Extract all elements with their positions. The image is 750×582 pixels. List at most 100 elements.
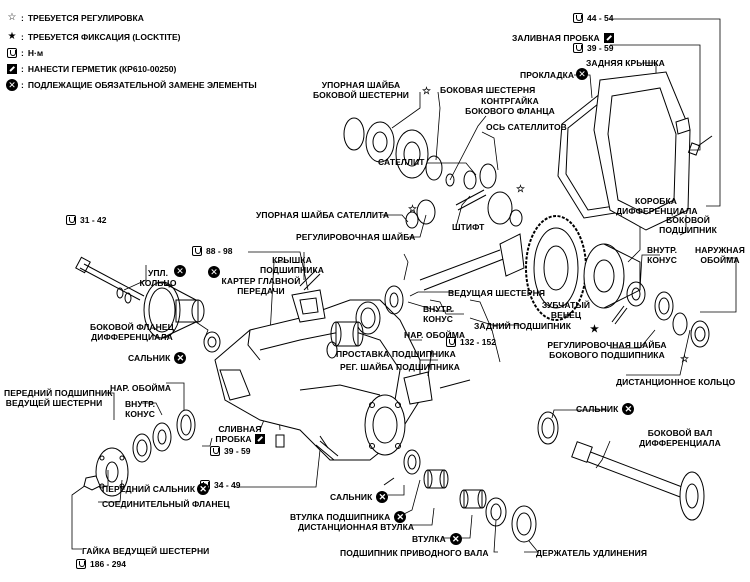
torque-wrench-icon (76, 559, 86, 569)
legend-row-locktite: ★: ТРЕБУЕТСЯ ФИКСАЦИЯ (LOCKTITE) (7, 31, 181, 42)
torque-wrench-icon (6, 48, 18, 58)
front-pinion-parts (83, 409, 196, 497)
legend-text: Н·м (27, 48, 44, 58)
label-side-gear: БОКОВАЯ ШЕСТЕРНЯ (440, 85, 536, 95)
label-bearing-shim: РЕГ. ШАЙБА ПОДШИПНИКА (340, 362, 460, 372)
label-oil-seal-center: САЛЬНИК✕ (330, 491, 389, 503)
outline-star-icon: ☆ (516, 184, 525, 195)
label-front-outer-race: НАР. ОБОЙМА (110, 383, 172, 393)
label-companion-flange: СОЕДИНИТЕЛЬНЫЙ ФЛАНЕЦ (102, 499, 230, 509)
replace-part-icon: ✕ (174, 265, 186, 277)
differential-gears (343, 117, 523, 229)
solid-star-icon: ★ (7, 31, 17, 42)
label-front-oil-seal: ПЕРЕДНИЙ САЛЬНИК✕ (102, 483, 210, 495)
torque-wrench-icon (573, 43, 583, 53)
label-fill-plug: ЗАЛИВНАЯ ПРОБКА (512, 33, 614, 43)
solid-star-icon: ★ (590, 324, 599, 335)
replace-part-icon: ✕ (208, 266, 220, 278)
drive-pinion (326, 233, 525, 359)
legend-text: ТРЕБУЕТСЯ РЕГУЛИРОВКА (27, 13, 144, 23)
main-housing (214, 269, 433, 461)
torque-wrench-icon (66, 215, 76, 225)
left-side-flange (75, 256, 221, 353)
label-pinion-outer-race: НАР. ОБОЙМА (404, 330, 466, 340)
torque-wrench-icon (192, 246, 202, 256)
legend-row-replace: ✕: ПОДЛЕЖАЩИЕ ОБЯЗАТЕЛЬНОЙ ЗАМЕНЕ ЭЛЕМЕН… (6, 79, 257, 91)
outline-star-icon: ☆ (408, 204, 417, 215)
label-sleeve: ВТУЛКА✕ (412, 533, 462, 545)
torque-186-294: 186 - 294 (76, 558, 126, 570)
label-pinion-nut: ГАЙКА ВЕДУЩЕЙ ШЕСТЕРНИ (82, 546, 210, 556)
small-bolts (319, 379, 471, 486)
torque-44-54: 44 - 54 (573, 12, 613, 24)
label-pinion-mate: САТЕЛЛИТ (378, 157, 425, 167)
label-spacer-ring: ДИСТАНЦИОННОЕ КОЛЬЦО (616, 377, 736, 387)
sealant-icon (603, 33, 614, 43)
label-extension-retainer: ДЕРЖАТЕЛЬ УДЛИНЕНИЯ (536, 548, 648, 558)
torque-wrench-icon (446, 337, 456, 347)
label-o-ring: УПЛ.КОЛЬЦО (139, 268, 177, 288)
label-drain-plug: СЛИВНАЯ ПРОБКА (214, 424, 266, 444)
legend-row-sealant: : НАНЕСТИ ГЕРМЕТИК (КР610-00250) (6, 63, 176, 75)
label-oil-seal-right: САЛЬНИК✕ (576, 403, 635, 415)
label-adjusting-shim: РЕГУЛИРОВОЧНАЯ ШАЙБА (296, 232, 416, 242)
label-bearing-spacer: ПРОСТАВКА ПОДШИПНИКА (336, 349, 456, 359)
differential-case (583, 243, 710, 348)
label-front-inner-cone: ВНУТР.КОНУС (124, 399, 156, 419)
replace-part-icon: ✕ (449, 533, 462, 545)
torque-39-59-top: 39 - 59 (573, 42, 613, 54)
label-pin: ШТИФТ (452, 222, 485, 232)
label-pinion-shaft: ОСЬ САТЕЛЛИТОВ (486, 122, 567, 132)
legend-text: ПОДЛЕЖАЩИЕ ОБЯЗАТЕЛЬНОЙ ЗАМЕНЕ ЭЛЕМЕНТЫ (27, 80, 257, 90)
torque-wrench-icon (210, 446, 220, 456)
label-rear-cover: ЗАДНЯЯ КРЫШКА (586, 58, 665, 68)
replace-part-icon: ✕ (394, 511, 407, 523)
torque-132-152: 132 - 152 (446, 336, 496, 348)
label-oil-seal-left: САЛЬНИК✕ (128, 352, 187, 364)
replace-part-icon: ✕ (197, 483, 210, 495)
outline-star-icon: ☆ (422, 86, 431, 97)
lower-sleeves (403, 449, 537, 543)
label-spacer-sleeve: ДИСТАНЦИОННАЯ ВТУЛКА (298, 522, 415, 532)
label-drive-pinion: ВЕДУЩАЯ ШЕСТЕРНЯ (448, 288, 546, 298)
outline-star-icon: ☆ (7, 12, 17, 23)
legend-text: НАНЕСТИ ГЕРМЕТИК (КР610-00250) (27, 64, 177, 74)
rear-cover (557, 71, 713, 231)
replace-part-icon: ✕ (622, 403, 635, 415)
label-bearing-sleeve: ВТУЛКА ПОДШИПНИКА✕ (290, 511, 407, 523)
sealant-icon (6, 64, 18, 74)
legend-row-adjust: ☆: ТРЕБУЕТСЯ РЕГУЛИРОВКА (7, 12, 144, 23)
outline-star-icon: ☆ (680, 354, 689, 365)
star-markers: ☆ ☆ ★ ☆ ☆ (408, 86, 689, 365)
replace-part-icon: ✕ (376, 491, 389, 503)
replace-part-icon: ✕ (576, 68, 588, 80)
label-gasket: ПРОКЛАДКА (520, 70, 575, 80)
torque-wrench-icon (573, 13, 583, 23)
replace-part-icon: ✕ (6, 79, 18, 91)
label-pinion-inner-cone: ВНУТР.КОНУС (422, 304, 454, 324)
replace-part-icon: ✕ (174, 352, 187, 364)
torque-31-42: 31 - 42 (66, 214, 106, 226)
label-rear-bearing: ЗАДНИЙ ПОДШИПНИК (474, 321, 572, 331)
legend-row-torque: : Н·м (6, 47, 43, 59)
torque-88-98: 88 - 98 (192, 245, 232, 257)
label-pinion-mate-thrust-washer: УПОРНАЯ ШАЙБА САТЕЛЛИТА (256, 210, 390, 220)
torque-39-59-drain: 39 - 59 (210, 445, 250, 457)
label-inner-cone: ВНУТР.КОНУС (646, 245, 678, 265)
label-drive-shaft-bearing: ПОДШИПНИК ПРИВОДНОГО ВАЛА (340, 548, 489, 558)
side-shaft (537, 411, 705, 521)
